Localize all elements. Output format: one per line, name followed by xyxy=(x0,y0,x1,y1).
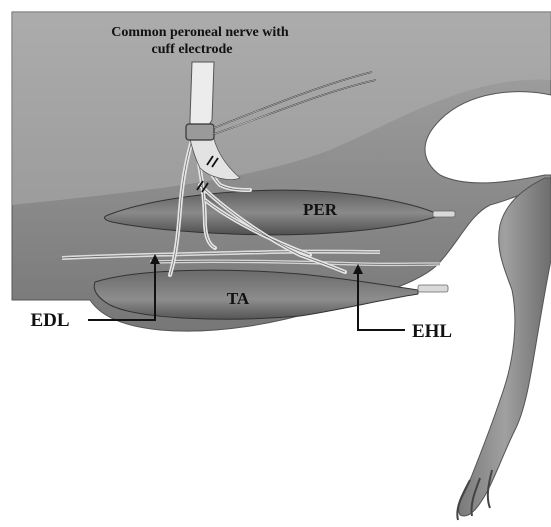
title-line-1: Common peroneal nerve with xyxy=(111,25,289,40)
cuff-electrode xyxy=(186,124,214,140)
title-line-2: cuff electrode xyxy=(152,42,233,57)
foot-silhouette xyxy=(459,178,551,516)
ta-tendon xyxy=(418,285,448,292)
edl-label: EDL xyxy=(30,310,69,331)
ta-label: TA xyxy=(227,289,250,308)
ehl-label: EHL xyxy=(412,321,452,342)
per-label: PER xyxy=(303,200,338,219)
common-peroneal-nerve xyxy=(190,62,214,130)
per-tendon xyxy=(433,211,455,217)
